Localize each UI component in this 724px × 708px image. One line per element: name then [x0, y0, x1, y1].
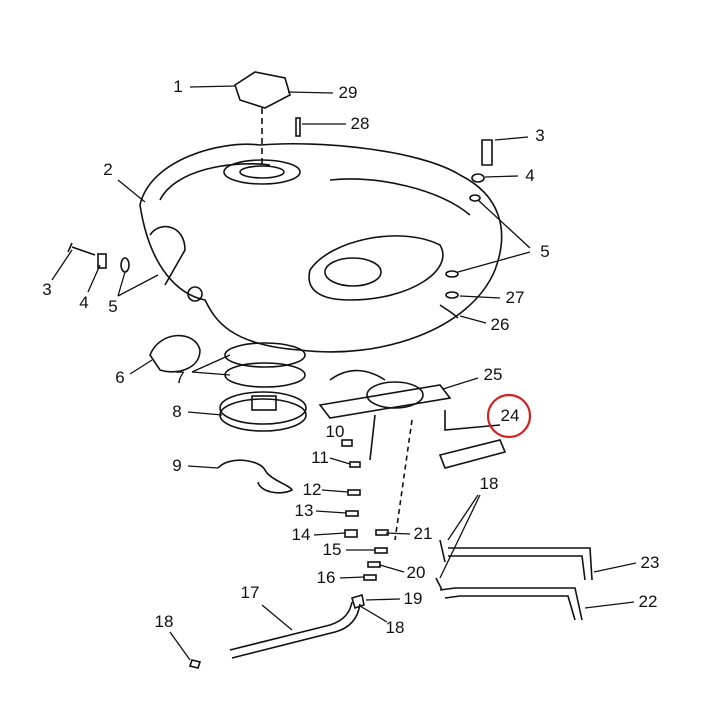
callout-29: 29 [338, 83, 358, 102]
callout-27: 27 [505, 288, 525, 307]
hose-23 [448, 547, 593, 581]
callout-22: 22 [638, 592, 658, 611]
fuel-cap [234, 71, 291, 109]
callout-5: 5 [540, 242, 550, 261]
callout-5: 5 [108, 297, 118, 316]
callout-6: 6 [115, 368, 125, 387]
callout-19: 19 [403, 589, 423, 608]
callout-14: 14 [291, 525, 311, 544]
callout-15: 15 [322, 540, 342, 559]
highlight-circle-24 [486, 393, 532, 439]
callout-4: 4 [79, 293, 89, 312]
callout-16: 16 [316, 568, 336, 587]
callout-7: 7 [175, 368, 185, 387]
hose-22 [439, 587, 583, 621]
callout-2: 2 [103, 160, 113, 179]
callout-9: 9 [172, 456, 182, 475]
callout-1: 1 [173, 77, 183, 96]
callout-26: 26 [490, 315, 510, 334]
callout-17: 17 [240, 583, 260, 602]
callout-3: 3 [42, 280, 52, 299]
fuel-tank [139, 143, 503, 353]
callout-11: 11 [311, 448, 329, 467]
bolt-28 [295, 117, 301, 137]
callout-13: 13 [294, 501, 314, 520]
callout-21: 21 [413, 524, 433, 543]
callout-20: 20 [406, 563, 426, 582]
callout-4: 4 [525, 166, 535, 185]
small-fittings [341, 439, 389, 581]
callout-28: 28 [350, 114, 370, 133]
callout-3: 3 [535, 126, 545, 145]
callout-23: 23 [640, 553, 660, 572]
callout-8: 8 [172, 402, 182, 421]
leader-lines [51, 85, 637, 661]
callout-18: 18 [154, 612, 174, 631]
hose-17 [229, 601, 361, 659]
callout-10: 10 [325, 422, 345, 441]
callout-18: 18 [479, 474, 499, 493]
callout-25: 25 [483, 365, 503, 384]
callout-12: 12 [302, 480, 322, 499]
callout-18: 18 [385, 618, 405, 637]
callout-24: 24 [500, 406, 520, 425]
